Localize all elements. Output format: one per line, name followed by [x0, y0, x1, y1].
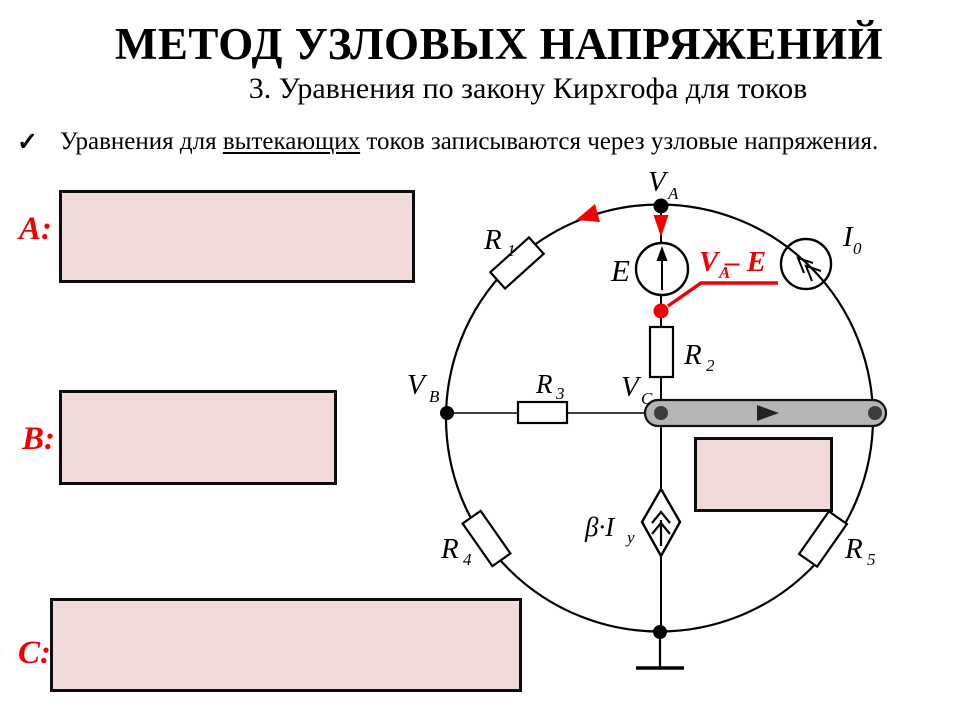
label-r1: R — [483, 224, 502, 256]
equation-label-b: B: — [22, 421, 55, 457]
current-direction-arrow-arc — [576, 204, 600, 222]
label-r4: R — [440, 533, 459, 565]
annotation-va-minus-e-sub: A — [718, 263, 730, 282]
label-r1-sub: 1 — [507, 241, 516, 260]
current-direction-arrow-down — [653, 215, 669, 237]
label-e: E — [610, 253, 630, 288]
label-r3-sub: 3 — [555, 384, 565, 403]
label-vc-sub: C — [641, 389, 653, 408]
label-beta-iy: β·I — [584, 512, 616, 542]
label-r2: R — [683, 339, 702, 371]
resistor-r2 — [648, 325, 675, 379]
current-source-i0 — [779, 237, 833, 291]
annotation-callout-line — [667, 281, 778, 308]
equation-placeholder-b — [59, 390, 337, 485]
label-vb: V — [407, 369, 428, 401]
label-i0-sub: 0 — [853, 239, 862, 258]
equation-placeholder-c — [50, 598, 522, 692]
label-r4-sub: 4 — [463, 550, 472, 569]
current-source-i0-arrowhead — [796, 256, 822, 282]
page-subtitle: 3. Уравнения по закону Кирхгофа для токо… — [248, 72, 808, 105]
equation-placeholder-a — [59, 190, 415, 283]
label-beta-iy-sub: у — [625, 528, 635, 547]
bullet-text-underlined: вытекающих — [222, 128, 361, 155]
label-vc: V — [621, 371, 642, 403]
page-title: МЕТОД УЗЛОВЫХ НАПРЯЖЕНИЙ — [114, 19, 884, 69]
dependent-source-chevron-2 — [651, 521, 671, 535]
node-ground-dot — [653, 625, 667, 639]
resistor-r1 — [488, 235, 546, 291]
bullet-text-pre: Уравнения для — [60, 128, 223, 155]
dependent-source-chevron-1 — [651, 510, 671, 524]
bullet-text: Уравнения для вытекающих токов записываю… — [60, 128, 950, 156]
bullet-text-post: токов записываются через узловые напряже… — [360, 128, 879, 155]
label-r2-sub: 2 — [706, 356, 715, 375]
equation-label-c: C: — [18, 635, 51, 671]
resistor-r4 — [461, 509, 512, 568]
label-r5: R — [844, 533, 863, 565]
annotation-va-minus-e-rest: – E — [724, 246, 766, 278]
checkmark-icon: ✓ — [17, 129, 38, 156]
label-i0: I — [842, 221, 854, 253]
node-vc-dot — [654, 406, 668, 420]
resistor-r3 — [516, 400, 569, 425]
label-r3: R — [535, 369, 553, 399]
label-r5-sub: 5 — [867, 550, 876, 569]
highlight-branch-end-dot — [868, 406, 882, 420]
label-vb-sub: B — [429, 387, 440, 406]
resistor-r5 — [797, 509, 849, 569]
highlight-branch-arrow — [757, 405, 779, 421]
equation-label-a: A: — [19, 211, 52, 247]
node-va-dot — [653, 198, 669, 214]
label-va: V — [648, 166, 669, 198]
equation-placeholder-small — [694, 437, 833, 512]
voltage-source-e-arrowhead — [656, 246, 668, 261]
annotation-node-red-dot — [653, 303, 669, 319]
node-vb-dot — [440, 406, 454, 420]
label-va-sub: A — [667, 184, 679, 203]
annotation-va-minus-e: V — [699, 246, 721, 278]
